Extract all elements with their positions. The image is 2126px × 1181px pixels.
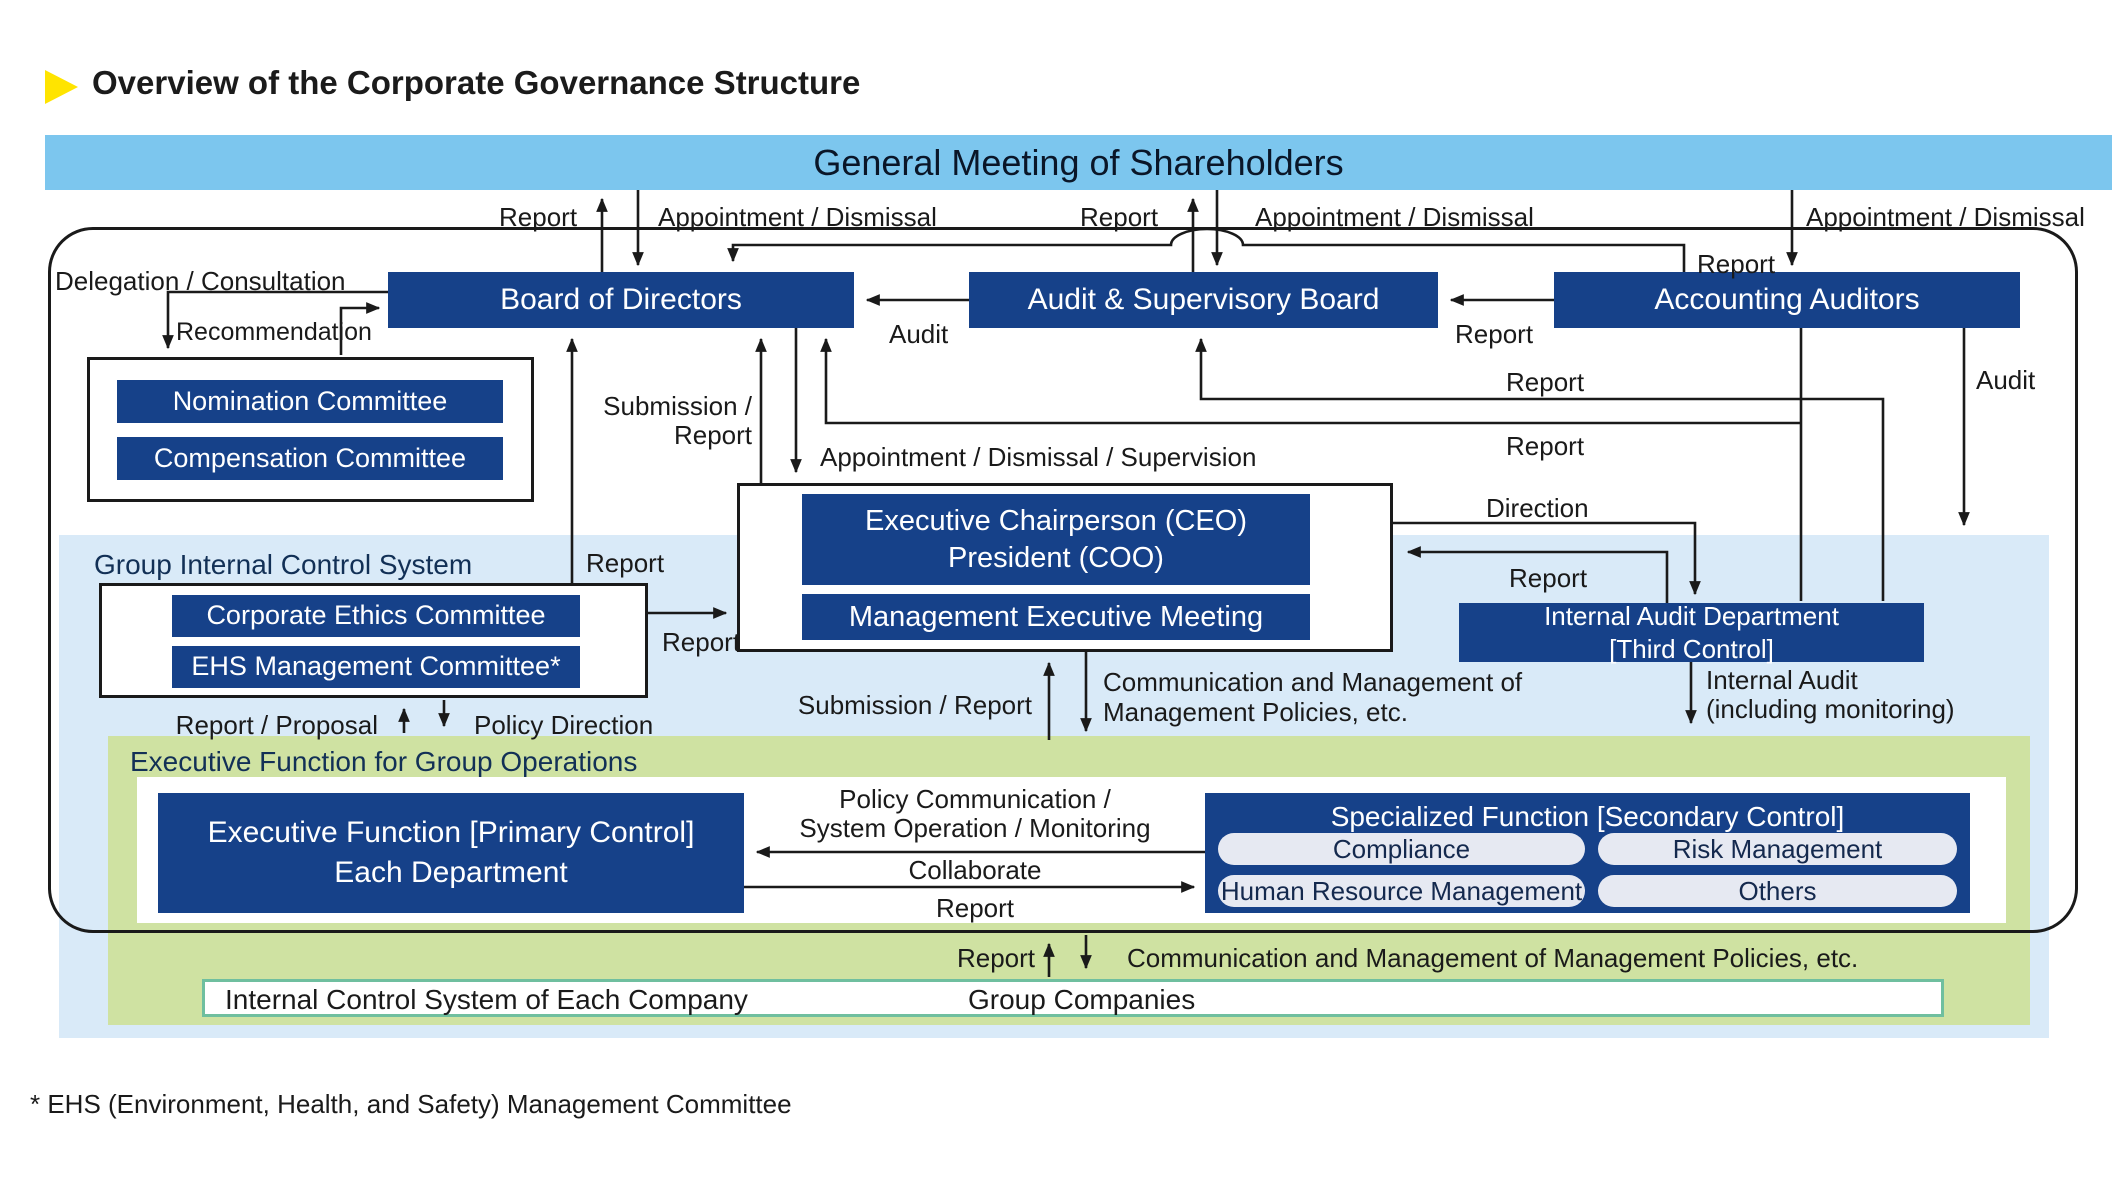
compensation-committee-box: Compensation Committee [117,437,503,480]
ceo-president-box: Executive Chairperson (CEO) President (C… [802,494,1310,585]
ceo-line2: President (COO) [948,541,1164,574]
title-bullet-icon [45,70,78,104]
delegation-consultation-label: Delegation / Consultation [55,266,346,296]
audit-asb-board-label: Audit [889,319,949,349]
comm-mgmt-bottom-label: Communication and Management of Manageme… [1127,943,1859,973]
compensation-committee-label: Compensation Committee [153,442,467,473]
footnote: * EHS (Environment, Health, and Safety) … [30,1089,792,1119]
page-title: Overview of the Corporate Governance Str… [92,64,861,101]
group-companies-label: Group Companies [968,984,1196,1015]
corporate-frame [48,227,2078,933]
submission-report-ceo-label: Submission / Report [797,690,1032,720]
pill-compliance-label: Compliance [1332,833,1471,864]
report-ethics-board-label: Report [586,548,665,578]
group-companies-box [202,979,1944,1017]
ehs-management-committee-box: EHS Management Committee* [172,646,580,688]
pill-risk-management: Risk Management [1598,833,1957,865]
management-executive-meeting-box: Management Executive Meeting [802,594,1310,640]
iad-line2: [Third Control] [1609,633,1774,664]
report-aa-asb-label: Report [1455,319,1534,349]
internal-audit-line1-label: Internal Audit [1706,665,1858,695]
pill-compliance: Compliance [1218,833,1585,865]
general-meeting-banner: General Meeting of Shareholders [45,135,2112,190]
report-aa-board-label: Report [1697,249,1776,279]
board-of-directors-label: Board of Directors [500,283,742,317]
report-board-gms-label: Report [499,202,578,232]
corporate-ethics-committee-box: Corporate Ethics Committee [172,595,580,637]
nomination-committee-label: Nomination Committee [172,385,448,416]
efgo-section-label: Executive Function for Group Operations [130,746,638,777]
policy-comm-line1-label: Policy Communication / [839,784,1111,814]
policy-comm-line2-label: System Operation / Monitoring [799,813,1151,843]
appointment-dismissal-asb-label: Appointment / Dismissal [1255,202,1534,232]
report-iad-asb-label: Report [1506,367,1585,397]
gics-section-label: Group Internal Control System [94,549,473,580]
recommendation-label: Recommendation [176,318,372,346]
corporate-ethics-label: Corporate Ethics Committee [206,600,546,631]
policy-direction-label: Policy Direction [474,710,654,740]
pill-human-resource-management: Human Resource Management [1218,875,1585,907]
primary-control-box: Executive Function [Primary Control] Eac… [158,793,744,913]
comm-mgmt-line1-label: Communication and Management of [1103,667,1523,697]
board-of-directors-box: Board of Directors [388,272,854,328]
pill-others: Others [1598,875,1957,907]
comm-mgmt-line2-label: Management Policies, etc. [1103,697,1408,727]
submission-line1-label: Submission / [603,391,752,421]
report-iad-ceo-label: Report [1509,563,1588,593]
primary-line2: Each Department [334,856,568,889]
ics-each-company-label: Internal Control System of Each Company [225,984,748,1015]
report-ethics-ceo-label: Report [662,627,741,657]
ceo-line1: Executive Chairperson (CEO) [865,505,1247,538]
audit-aa-down-label: Audit [1976,365,2036,395]
appointment-dismissal-aa-label: Appointment / Dismissal [1806,202,2085,232]
banner-label: General Meeting of Shareholders [813,141,1344,183]
collaborate-label: Collaborate [908,855,1042,885]
pill-others-label: Others [1738,875,1817,906]
nomination-committee-box: Nomination Committee [117,380,503,423]
primary-line1: Executive Function [Primary Control] [207,815,695,849]
audit-supervisory-board-label: Audit & Supervisory Board [1027,283,1380,317]
internal-audit-line2-label: (including monitoring) [1706,694,1955,724]
report-asb-gms-label: Report [1080,202,1159,232]
submission-line2-label: Report [673,420,752,450]
accounting-auditors-box: Accounting Auditors [1554,272,2020,328]
accounting-auditors-label: Accounting Auditors [1654,283,1920,317]
management-executive-meeting-label: Management Executive Meeting [848,600,1264,633]
report-group-label: Report [956,943,1035,973]
report-primary-specialized-label: Report [935,893,1015,923]
iad-line1: Internal Audit Department [1544,601,1839,631]
specialized-function-box: Specialized Function [Secondary Control]… [1205,793,1970,913]
direction-label: Direction [1486,493,1589,523]
internal-audit-department-box: Internal Audit Department [Third Control… [1459,601,1924,664]
pill-risk-management-label: Risk Management [1672,833,1883,864]
ehs-label: EHS Management Committee* [191,651,561,682]
appointment-dismissal-supervision-label: Appointment / Dismissal / Supervision [820,442,1257,472]
report-proposal-label: Report / Proposal [175,710,378,740]
appointment-dismissal-board-label: Appointment / Dismissal [658,202,937,232]
pill-hrm-label: Human Resource Management [1220,875,1583,906]
specialized-function-title: Specialized Function [Secondary Control] [1330,801,1845,832]
report-to-board-low-label: Report [1506,431,1585,461]
audit-supervisory-board-box: Audit & Supervisory Board [969,272,1438,328]
